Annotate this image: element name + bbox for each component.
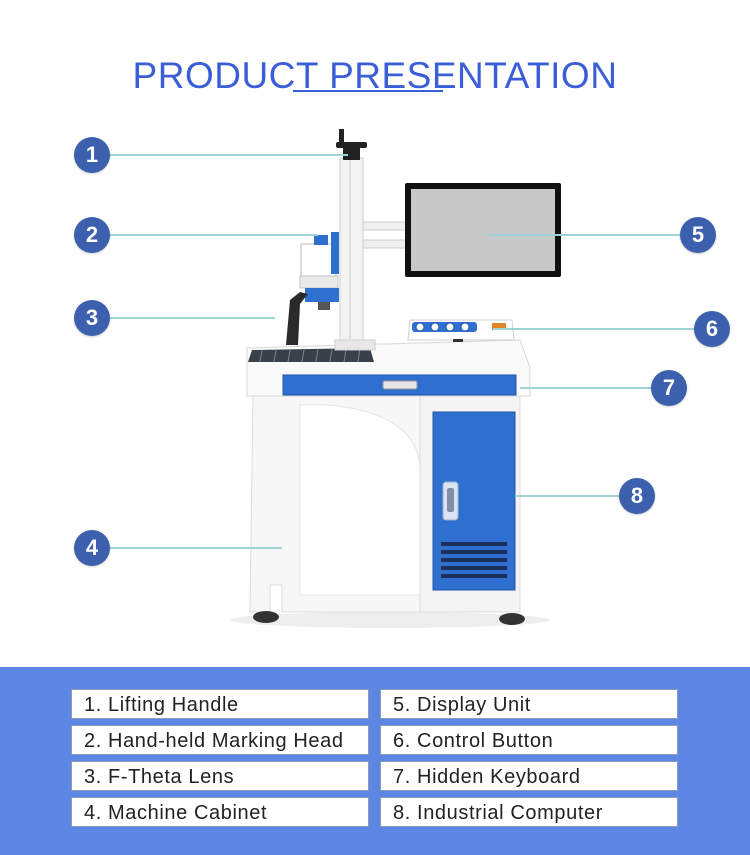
legend-item-marking-head: 2. Hand-held Marking Head bbox=[71, 725, 369, 755]
title-underline bbox=[293, 90, 443, 92]
legend-item-f-theta-lens: 3. F-Theta Lens bbox=[71, 761, 369, 791]
leader-line-1 bbox=[110, 154, 348, 156]
legend-item-hidden-keyboard: 7. Hidden Keyboard bbox=[380, 761, 678, 791]
legend-item-industrial-computer: 8. Industrial Computer bbox=[380, 797, 678, 827]
page-title: PRODUCT PRESENTATION bbox=[132, 54, 618, 96]
callout-badge-1: 1 bbox=[74, 137, 110, 173]
callout-badge-5: 5 bbox=[680, 217, 716, 253]
laser-marking-machine-illustration bbox=[230, 129, 561, 628]
leader-line-7 bbox=[520, 387, 652, 389]
callout-badge-4: 4 bbox=[74, 530, 110, 566]
legend-item-machine-cabinet: 4. Machine Cabinet bbox=[71, 797, 369, 827]
legend-item-control-button: 6. Control Button bbox=[380, 725, 678, 755]
callout-badge-7: 7 bbox=[651, 370, 687, 406]
leader-line-2 bbox=[110, 234, 318, 236]
leader-line-5 bbox=[486, 234, 682, 236]
product-diagram: 1 2 3 4 5 6 7 8 bbox=[74, 129, 730, 628]
leader-line-8 bbox=[515, 495, 620, 497]
leader-line-4 bbox=[110, 547, 282, 549]
leader-line-6 bbox=[493, 328, 694, 330]
legend-item-display-unit: 5. Display Unit bbox=[380, 689, 678, 719]
legend-item-lifting-handle: 1. Lifting Handle bbox=[71, 689, 369, 719]
callout-badge-2: 2 bbox=[74, 217, 110, 253]
callout-badge-8: 8 bbox=[619, 478, 655, 514]
legend-panel: 1. Lifting Handle 2. Hand-held Marking H… bbox=[0, 667, 750, 855]
callout-badge-3: 3 bbox=[74, 300, 110, 336]
callout-badge-6: 6 bbox=[694, 311, 730, 347]
leader-line-3 bbox=[110, 317, 275, 319]
